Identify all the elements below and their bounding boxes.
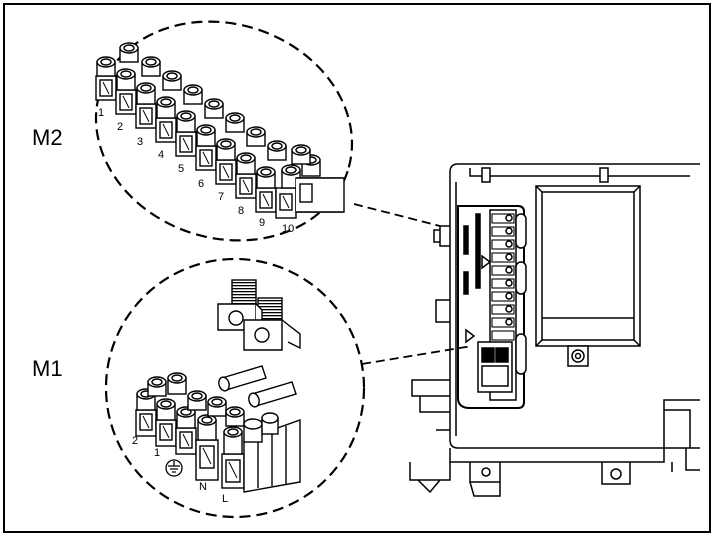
ground-symbol-icon (165, 459, 183, 477)
m1-label-l: L (222, 493, 228, 505)
m1-fuses (218, 365, 297, 408)
m2-terminal-2 (115, 42, 139, 115)
m2-terminal-9 (255, 140, 287, 213)
m1-label: M1 (32, 356, 63, 381)
m1-fuse-holders (217, 279, 301, 351)
m1-num-2: 2 (132, 435, 138, 447)
diagram-frame (3, 3, 711, 533)
m2-num-5: 5 (178, 163, 184, 175)
m2-terminal-1 (95, 56, 117, 101)
m2-leader-line (353, 203, 441, 227)
m2-num-7: 7 (218, 191, 224, 203)
m1-label-n: N (199, 481, 207, 493)
m1-terminal-strip (135, 372, 301, 493)
m2-num-6: 6 (198, 178, 204, 190)
m2-num-4: 4 (158, 149, 164, 161)
m2-terminal-7 (215, 112, 245, 185)
m2-terminal-6 (195, 98, 224, 171)
m2-terminal-5 (175, 84, 203, 157)
m2-num-8: 8 (238, 205, 244, 217)
m2-num-3: 3 (137, 136, 143, 148)
m2-terminal-3 (135, 56, 161, 129)
m2-num-1: 1 (98, 107, 104, 119)
m2-detail-circle (94, 20, 354, 242)
m1-num-1: 1 (154, 447, 160, 459)
m2-num-2: 2 (117, 121, 123, 133)
m2-terminal-4 (155, 70, 182, 143)
control-box (409, 163, 700, 497)
m2-num-9: 9 (259, 217, 265, 229)
m2-terminal-8 (235, 126, 266, 199)
m2-terminal-strip (95, 42, 345, 219)
m2-label: M2 (32, 125, 63, 150)
m2-num-10: 10 (282, 223, 294, 235)
m1-leader-line (361, 345, 473, 365)
m1-detail-circle (104, 257, 366, 519)
m2-terminal-numbers: 1 2 3 4 5 6 7 8 9 10 (98, 107, 294, 235)
